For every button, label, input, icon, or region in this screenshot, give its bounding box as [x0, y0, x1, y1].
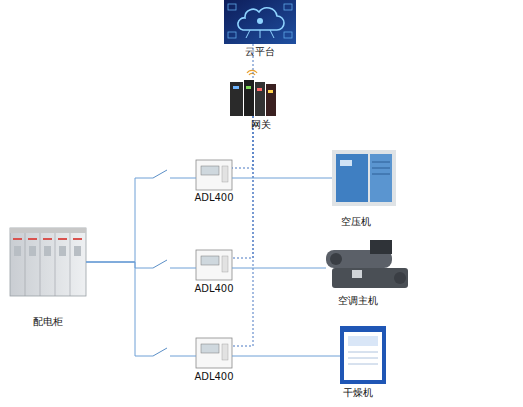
gateway: 网关 [230, 78, 276, 116]
node-label: ADL400 [186, 371, 242, 383]
energy-meter: ADL400 [196, 160, 232, 190]
switch-symbol [153, 260, 170, 271]
power-line [86, 262, 196, 356]
cabinet-illustration [10, 228, 86, 296]
meter-illustration [196, 160, 232, 368]
node-label: ADL400 [186, 283, 242, 295]
comm-link [232, 116, 253, 258]
node-label: 干燥机 [334, 387, 382, 399]
distribution-cabinet: 配电柜 [10, 228, 86, 296]
switch-symbol [153, 170, 170, 181]
chiller-illustration [326, 240, 408, 288]
air-compressor: 空压机 [332, 150, 396, 206]
power-line [86, 178, 196, 262]
energy-meter: ADL400 [196, 338, 232, 368]
comm-link [232, 116, 253, 346]
switch-symbol [153, 348, 170, 359]
compressor-illustration [332, 150, 396, 206]
power-line [86, 262, 196, 268]
gateway-illustration [230, 70, 276, 116]
node-label: 云平台 [224, 46, 296, 58]
cloud-illustration [224, 0, 296, 44]
node-label: 网关 [246, 119, 276, 131]
dryer-illustration [340, 326, 386, 384]
dryer: 干燥机 [340, 326, 386, 384]
node-label: 空调主机 [332, 295, 384, 307]
node-label: ADL400 [186, 192, 242, 204]
node-label: 配电柜 [10, 316, 86, 328]
comm-link [232, 116, 253, 168]
power-line [232, 356, 340, 357]
power-line [232, 268, 326, 269]
cloud-platform: 云平台 [224, 0, 296, 44]
power-line [232, 178, 332, 179]
chiller-unit: 空调主机 [326, 238, 408, 290]
node-label: 空压机 [332, 216, 380, 228]
energy-meter: ADL400 [196, 250, 232, 280]
